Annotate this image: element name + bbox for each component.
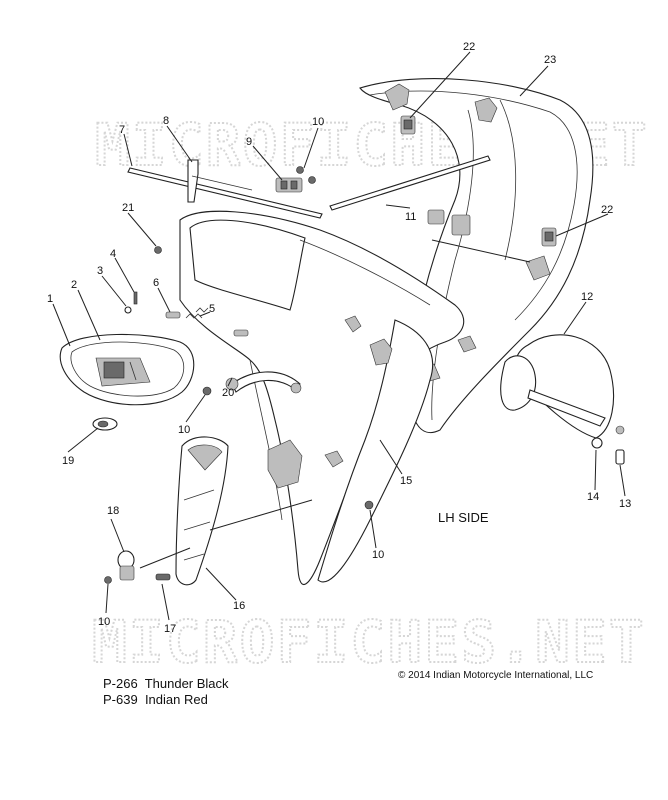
part-21-screw	[154, 246, 162, 254]
callout-17: 17	[164, 623, 176, 635]
part-10-screw-mid	[202, 386, 212, 396]
callout-3: 3	[97, 265, 103, 277]
callout-6: 6	[153, 277, 159, 289]
part-18-grommet	[117, 550, 135, 581]
callout-10-mid: 10	[178, 424, 190, 436]
part-15-inner-fairing	[179, 210, 465, 585]
side-label: LH SIDE	[438, 510, 489, 525]
part-11-trim-strip	[329, 155, 491, 211]
callout-21: 21	[122, 202, 134, 214]
callout-10-top: 10	[312, 116, 324, 128]
callout-11: 11	[405, 211, 416, 223]
leader-lines	[52, 51, 626, 621]
callout-1: 1	[47, 293, 53, 305]
part-13-bolt	[615, 449, 625, 465]
part-19-emblem	[92, 417, 118, 431]
callout-10-bottom: 10	[98, 616, 110, 628]
part-10-screws-top	[296, 166, 316, 184]
part-10-screw-bottom	[104, 576, 112, 584]
part-7-trim-strip	[127, 167, 323, 219]
part-20-bracket	[225, 371, 302, 394]
callout-16: 16	[233, 600, 245, 612]
part-5-springs	[185, 307, 209, 319]
callout-20: 20	[222, 387, 234, 399]
paint-code-row-2: P-639 Indian Red	[103, 692, 208, 707]
part-12-mirror	[500, 334, 625, 439]
callout-18: 18	[107, 505, 119, 517]
watermark-bottom: MICROFICHES.NET	[92, 608, 646, 676]
callout-4: 4	[110, 248, 116, 260]
paint-name: Thunder Black	[144, 676, 229, 691]
copyright-notice: © 2014 Indian Motorcycle International, …	[398, 670, 594, 681]
callout-13: 13	[619, 498, 631, 510]
callout-22-right: 22	[601, 204, 613, 216]
callout-10-lower: 10	[372, 549, 384, 561]
part-2-tray-insert	[95, 357, 151, 387]
part-22-clip-upper	[400, 115, 416, 135]
callout-5: 5	[209, 303, 215, 315]
callout-19: 19	[62, 455, 74, 467]
paint-name: Indian Red	[144, 692, 208, 707]
callout-7: 7	[119, 124, 125, 136]
part-17-clip	[155, 573, 171, 581]
part-9-clip	[275, 177, 303, 193]
callout-15: 15	[400, 475, 412, 487]
part-10-screw-lower	[364, 500, 374, 510]
callout-2: 2	[71, 279, 77, 291]
callout-labels: 22 23 7 8 9 10 21 11 22 4 3 6 5 2 1 12 2…	[47, 41, 631, 635]
part-16-lower-panel	[175, 436, 229, 586]
paint-code: P-639	[103, 692, 138, 707]
part-14-washer	[591, 437, 603, 449]
callout-12: 12	[581, 291, 593, 303]
part-22-clip-right	[541, 227, 557, 247]
part-3-washer	[124, 306, 132, 314]
part-6-screws	[165, 311, 249, 337]
paint-code-row-1: P-266 Thunder Black	[103, 676, 229, 691]
part-4-pin	[133, 291, 138, 305]
part-22-clip-mid	[427, 209, 471, 236]
callout-14: 14	[587, 491, 599, 503]
callout-23: 23	[544, 54, 556, 66]
callout-8: 8	[163, 115, 169, 127]
callout-9: 9	[246, 136, 252, 148]
callout-22-top: 22	[463, 41, 475, 53]
part-8-bracket	[187, 159, 253, 203]
paint-code: P-266	[103, 676, 138, 691]
